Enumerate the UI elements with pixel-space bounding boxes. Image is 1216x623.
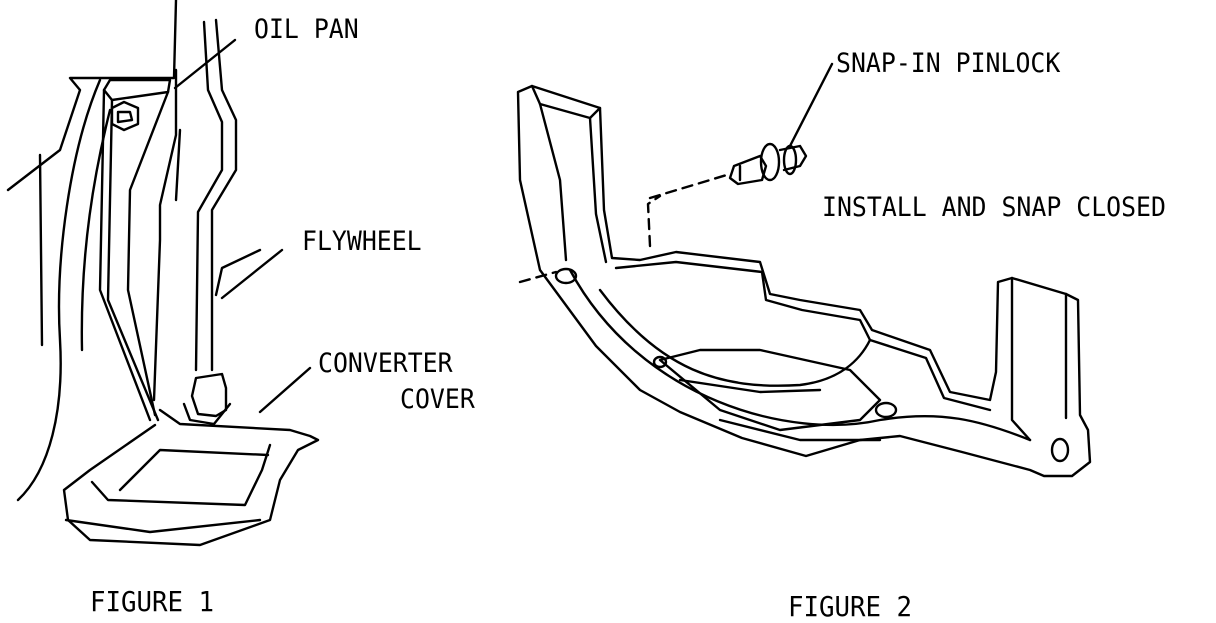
snap-in-pinlock-part [730, 144, 806, 184]
install-instruction-label: INSTALL AND SNAP CLOSED [822, 192, 1166, 223]
pinlock-leader [790, 64, 832, 146]
converter-label-line2: COVER [400, 384, 475, 415]
converter-leader [260, 368, 310, 412]
cover-outline [518, 86, 1090, 476]
flywheel-leader [222, 250, 282, 298]
engine-block-left-edge [18, 80, 100, 500]
retaining-clip [192, 374, 226, 416]
flywheel-label: FLYWHEEL [302, 226, 422, 257]
oil-pan-leader [175, 40, 235, 88]
oil-pan-flange [104, 80, 170, 100]
cover-floor [660, 350, 880, 430]
oil-pan-bolt [112, 102, 138, 130]
pinlock-label: SNAP-IN PINLOCK [836, 48, 1061, 79]
converter-cover-front [64, 410, 318, 545]
converter-label-line1: CONVERTER [318, 348, 453, 379]
mounting-hole-left [556, 269, 576, 283]
pinlock-dashed-line [648, 196, 660, 246]
oil-pan-label: OIL PAN [254, 14, 359, 45]
mounting-hole-right [1052, 439, 1068, 461]
flywheel-housing [154, 70, 176, 400]
figure1-caption: FIGURE 1 [90, 585, 215, 618]
figure2-caption: FIGURE 2 [788, 590, 913, 623]
engine-block-outline [8, 0, 176, 190]
